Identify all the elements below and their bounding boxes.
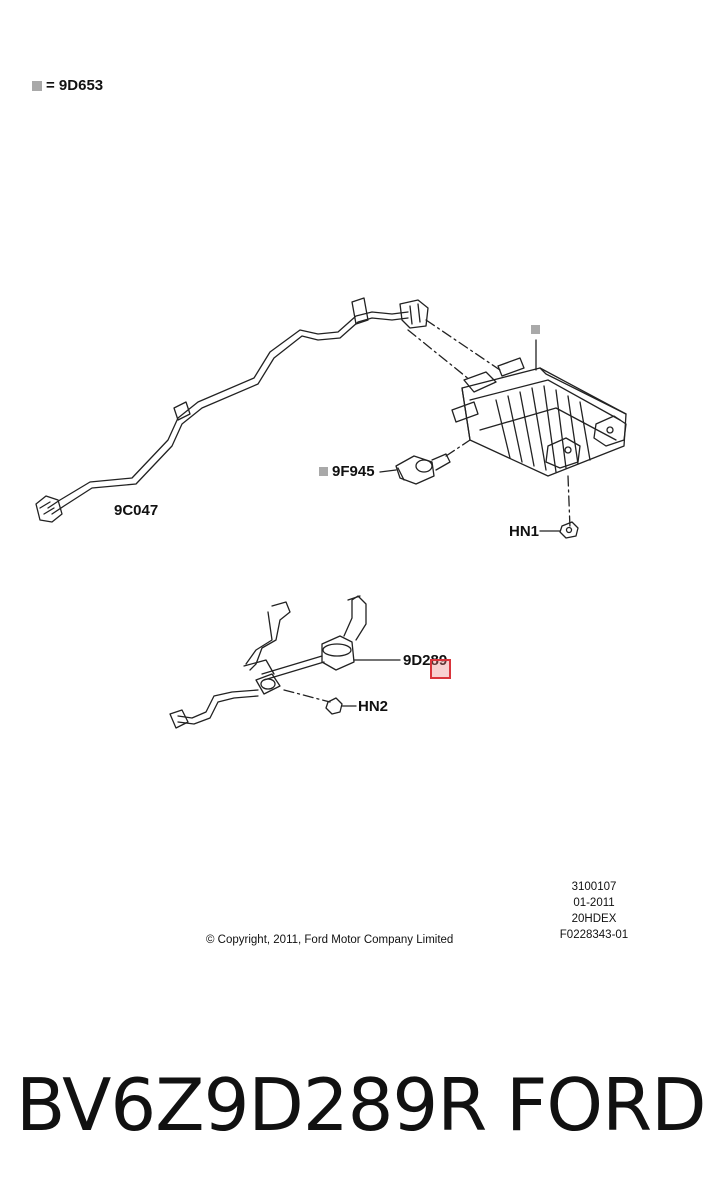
nut-hn1: [559, 521, 579, 539]
vapor-tube-upper: [35, 297, 429, 523]
callout-9d289[interactable]: 9D289: [403, 652, 448, 669]
info-line: 01-2011: [573, 897, 615, 909]
canister: [451, 357, 627, 477]
callout-9f945[interactable]: 9F945: [332, 463, 375, 480]
part-number: BV6Z9D289R: [16, 1063, 487, 1147]
info-line: 3100107: [571, 881, 617, 893]
info-line: F0228343-01: [559, 929, 629, 941]
info-line: 20HDEX: [571, 913, 617, 925]
copyright: © Copyright, 2011, Ford Motor Company Li…: [206, 934, 454, 946]
filter-assembly: [169, 595, 367, 729]
brand-name: FORD: [506, 1063, 707, 1147]
legend: = 9D653: [32, 77, 103, 94]
nut-hn2: [325, 697, 343, 715]
selected-part-highlight: [430, 659, 451, 679]
callout-9c047[interactable]: 9C047: [114, 502, 159, 519]
callout-hn1[interactable]: HN1: [509, 523, 540, 540]
info-block: 3100107 01-2011 20HDEX F0228343-01: [552, 879, 636, 943]
legend-text: = 9D653: [46, 77, 104, 94]
marker-9d653-valve: [319, 467, 328, 476]
legend-marker-swatch: [32, 81, 42, 92]
purge-valve: [395, 453, 451, 485]
callout-hn2[interactable]: HN2: [358, 698, 389, 715]
marker-9d653-canister: [531, 325, 540, 334]
